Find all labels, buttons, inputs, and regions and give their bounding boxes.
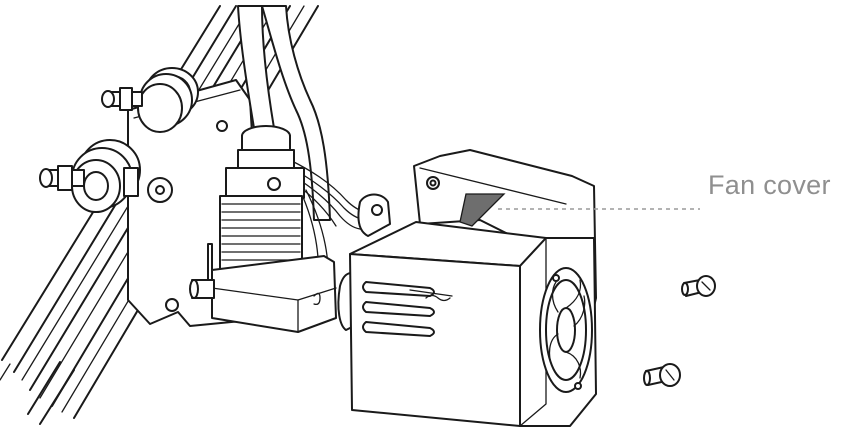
- lower-wheel: [39, 139, 141, 213]
- fan-cover-label: Fan cover: [708, 170, 831, 200]
- screw-lower: [643, 363, 681, 387]
- upper-wheel: [101, 67, 199, 133]
- fan-cover: [337, 149, 597, 427]
- hotend-assembly: [189, 125, 337, 333]
- screw-upper: [681, 275, 716, 297]
